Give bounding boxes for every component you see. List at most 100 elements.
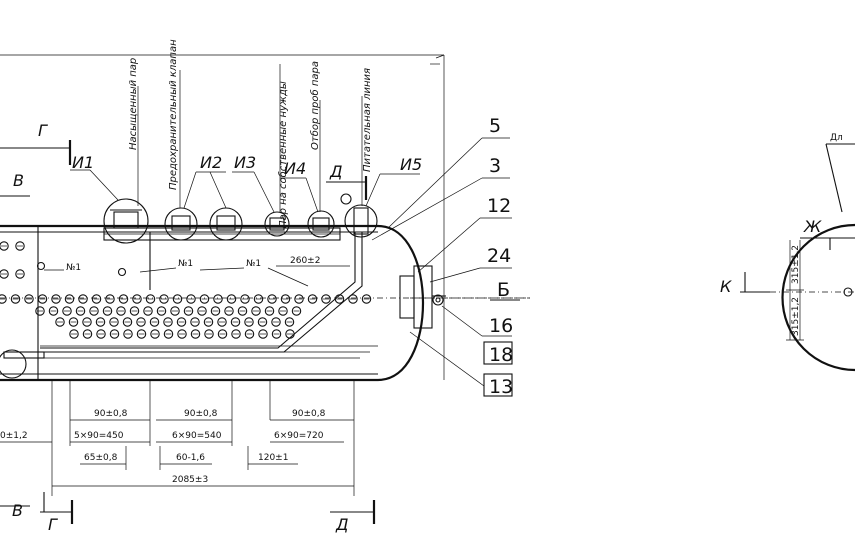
- tube: [96, 329, 106, 339]
- tube: [244, 329, 255, 339]
- tube: [172, 294, 183, 304]
- svg-text:В: В: [13, 171, 24, 190]
- tube: [122, 317, 133, 327]
- tube: [15, 241, 25, 251]
- tube: [48, 306, 59, 316]
- tube: [231, 329, 241, 339]
- tube: [150, 329, 160, 339]
- svg-text:6×90=720: 6×90=720: [274, 431, 324, 441]
- svg-text:И2: И2: [200, 153, 222, 172]
- svg-text:5: 5: [489, 115, 501, 137]
- tube: [284, 317, 295, 327]
- tube: [75, 306, 86, 316]
- svg-text:Отбор проб пара: Отбор проб пара: [309, 61, 321, 150]
- svg-text:12: 12: [487, 195, 511, 217]
- tube: [257, 317, 268, 327]
- tube: [217, 329, 228, 339]
- nozzle-I1: [103, 198, 149, 244]
- svg-text:И4: И4: [284, 159, 306, 178]
- tube: [15, 269, 25, 279]
- tube: [132, 294, 142, 304]
- tube: [253, 294, 264, 304]
- side-view: Дл Ж К 315±1,2 315±1,2: [720, 133, 855, 372]
- tube: [190, 329, 201, 339]
- tube: [37, 294, 48, 304]
- tube: [143, 306, 153, 316]
- tube: [280, 294, 291, 304]
- tube: [68, 317, 79, 327]
- tube: [226, 294, 237, 304]
- tube: [10, 294, 21, 304]
- tube: [35, 306, 45, 316]
- tube: [203, 317, 214, 327]
- tube: [186, 294, 196, 304]
- svg-text:2085±3: 2085±3: [172, 475, 208, 485]
- svg-text:И3: И3: [234, 153, 256, 172]
- svg-text:Дл: Дл: [830, 133, 843, 143]
- tube: [149, 317, 160, 327]
- svg-text:5×90=450: 5×90=450: [74, 431, 124, 441]
- svg-text:№1: №1: [66, 263, 81, 273]
- dimension-260: 260±2: [276, 256, 350, 267]
- tube: [163, 329, 174, 339]
- tube: [123, 329, 133, 339]
- svg-text:Б: Б: [497, 279, 510, 301]
- tube: [291, 306, 302, 316]
- svg-text:315±1,2: 315±1,2: [791, 297, 801, 336]
- svg-text:К: К: [720, 277, 732, 296]
- tube: [156, 306, 167, 316]
- tube: [210, 306, 221, 316]
- drum-body: [0, 224, 530, 382]
- left-drain: [0, 349, 45, 379]
- tube: [224, 306, 234, 316]
- tube: [24, 294, 34, 304]
- svg-text:120±1: 120±1: [258, 453, 288, 463]
- svg-text:В: В: [12, 501, 23, 520]
- tube: [204, 329, 214, 339]
- svg-text:И1: И1: [72, 153, 94, 172]
- svg-text:6×90=540: 6×90=540: [172, 431, 222, 441]
- tube: [136, 317, 146, 327]
- svg-text:13: 13: [489, 376, 513, 398]
- section-markers: Г В Д Б В Г Д: [0, 121, 530, 534]
- tube: [163, 317, 173, 327]
- callouts: 5 3 12 24 16 18 13: [371, 115, 513, 398]
- tube: [102, 306, 113, 316]
- svg-text:260±2: 260±2: [290, 256, 320, 266]
- tube: [64, 294, 75, 304]
- tube: [271, 329, 282, 339]
- svg-text:18: 18: [489, 344, 513, 366]
- svg-text:№1: №1: [178, 259, 193, 269]
- node-markers: №1 №1 №1: [36, 259, 309, 287]
- tube: [213, 294, 223, 304]
- nozzle-I4: [307, 210, 335, 238]
- overall-length-dimension: [0, 54, 445, 380]
- svg-text:Г: Г: [38, 121, 48, 140]
- tube: [159, 294, 169, 304]
- svg-text:Питательная линия: Питательная линия: [362, 68, 373, 172]
- tube: [177, 329, 187, 339]
- tube: [285, 329, 295, 339]
- svg-text:Пар на собственные нужды: Пар на собственные нужды: [277, 81, 289, 228]
- svg-text:Предохранительный клапан: Предохранительный клапан: [168, 39, 179, 190]
- nozzle-I2: [164, 207, 243, 241]
- tube: [0, 241, 9, 251]
- tube: [0, 269, 9, 279]
- tube: [251, 306, 261, 316]
- nozzle-I5: [340, 193, 378, 238]
- svg-text:16: 16: [489, 315, 513, 337]
- svg-text:90±0,8: 90±0,8: [94, 409, 128, 419]
- svg-text:60-1,6: 60-1,6: [176, 453, 205, 463]
- svg-text:0±1,2: 0±1,2: [0, 431, 28, 441]
- tube: [183, 306, 194, 316]
- tube: [129, 306, 140, 316]
- tube: [136, 329, 147, 339]
- svg-text:65±0,8: 65±0,8: [84, 453, 118, 463]
- tube: [264, 306, 275, 316]
- tube: [91, 294, 102, 304]
- tube: [89, 306, 99, 316]
- node-labels: И1 И2 И3 И4 И5: [70, 153, 422, 213]
- tube: [95, 317, 106, 327]
- tube: [176, 317, 187, 327]
- tube: [69, 329, 79, 339]
